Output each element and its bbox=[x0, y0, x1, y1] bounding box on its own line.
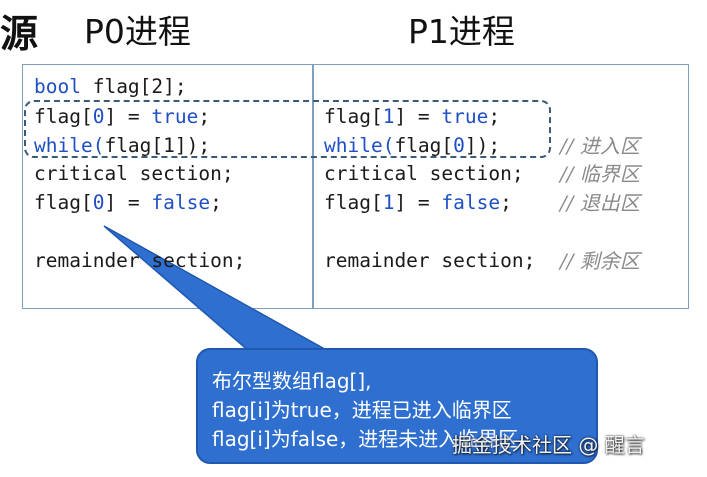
code-table bbox=[22, 64, 689, 309]
p1-line-while: while(flag[0]); bbox=[324, 134, 501, 157]
p0-column-title: P0进程 bbox=[84, 12, 191, 51]
p1-line-reset-flag: flag[1] = false; bbox=[324, 191, 512, 214]
p1-line-critical: critical section; bbox=[324, 162, 524, 185]
callout-bubble bbox=[196, 348, 598, 464]
p0-line-while: while(flag[1]); bbox=[34, 134, 211, 157]
p1-line-remainder: remainder section; bbox=[324, 249, 536, 272]
p0-line-critical: critical section; bbox=[34, 162, 234, 185]
p1-column-title: P1进程 bbox=[408, 12, 515, 51]
column-divider bbox=[312, 64, 314, 309]
watermark-text: 掘金技术社区 @ 醒言 bbox=[452, 433, 645, 457]
entry-section-highlight bbox=[24, 100, 551, 158]
callout-line-3: flag[i]为false，进程未进入临界区 bbox=[212, 427, 519, 451]
p0-decl-rest: flag[2]; bbox=[80, 75, 187, 98]
callout-line-2: flag[i]为true，进程已进入临界区 bbox=[212, 398, 512, 422]
p0-line-reset-flag: flag[0] = false; bbox=[34, 191, 222, 214]
comment-remainder-section: // 剩余区 bbox=[560, 249, 640, 273]
p0-line-set-flag: flag[0] = true; bbox=[34, 105, 211, 128]
p0-decl-line: bool flag[2]; bbox=[34, 73, 187, 101]
comment-critical-section: // 临界区 bbox=[560, 162, 640, 186]
comment-exit-section: // 退出区 bbox=[560, 191, 640, 215]
p1-line-set-flag: flag[1] = true; bbox=[324, 105, 501, 128]
page-title-char: 源 bbox=[0, 12, 39, 56]
comment-entry-section: // 进入区 bbox=[560, 134, 640, 158]
p0-line-remainder: remainder section; bbox=[34, 249, 246, 272]
bool-keyword: bool bbox=[34, 75, 81, 98]
callout-line-1: 布尔型数组flag[], bbox=[212, 369, 372, 393]
